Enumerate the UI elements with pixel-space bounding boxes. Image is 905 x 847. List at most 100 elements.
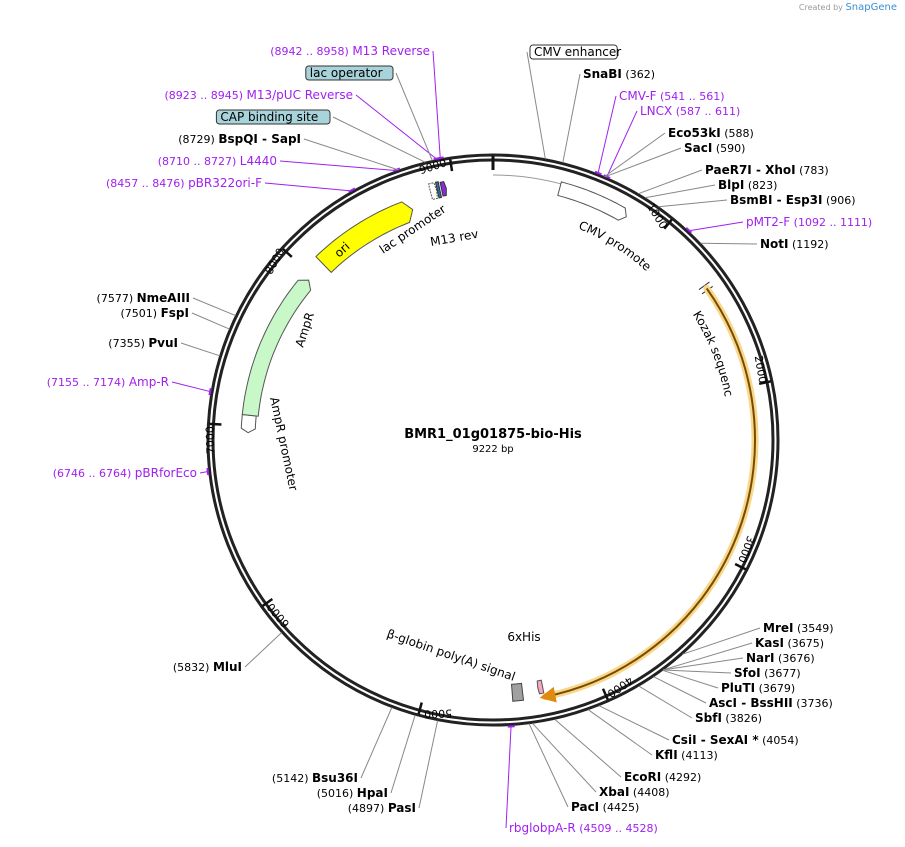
leader-bspqi: [303, 138, 399, 171]
leader-l4440: [279, 160, 397, 172]
label-asci: AscI - BssHII (3736): [709, 696, 833, 710]
m13-rev-label: M13 rev: [429, 227, 479, 249]
l4440-loc: (8710 .. 8727): [158, 155, 240, 168]
xbai-text: XbaI (4408): [599, 785, 669, 799]
bsmbi-loc: (906): [823, 194, 856, 207]
bsu36i-loc: (5142): [272, 772, 312, 785]
kfli-name: KflI: [655, 748, 678, 762]
bsu36i-text: (5142) Bsu36I: [272, 771, 358, 785]
pvui-name: PvuI: [148, 336, 178, 350]
bspqi-name2: SapI: [271, 132, 301, 146]
saci-text: SacI (590): [684, 141, 745, 155]
m13-reverse-text: (8942 .. 8958) M13 Reverse: [270, 44, 430, 58]
mrei-text: MreI (3549): [763, 621, 834, 635]
csii-name: CsiI: [672, 733, 697, 747]
tick-label-9000: 9000: [418, 156, 449, 177]
pluti-text: PluTI (3679): [721, 681, 795, 695]
label-cmv-enhancer: CMV enhancer: [529, 44, 621, 60]
paer7i-name: PaeR7I: [705, 163, 752, 177]
xbai-loc: (4408): [629, 786, 669, 799]
leader-blpi: [645, 184, 716, 199]
primer-site-pmt2-f: [685, 227, 693, 234]
nmeaiii-name: NmeAIII: [137, 291, 190, 305]
his-tag-label: 6xHis: [507, 630, 540, 644]
pasi-text: (4897) PasI: [348, 801, 416, 815]
bsu36i-name: Bsu36I: [312, 771, 358, 785]
sfoi-name: SfoI: [734, 666, 761, 680]
label-bsu36i: (5142) Bsu36I: [272, 771, 358, 785]
saci-name: SacI: [684, 141, 712, 155]
label-eco53ki: Eco53kI (588): [668, 126, 754, 140]
leader-kfli: [587, 709, 653, 756]
eco53ki-text: Eco53kI (588): [668, 126, 754, 140]
bspqi-loc: (8729): [178, 133, 218, 146]
l4440-text: (8710 .. 8727) L4440: [158, 154, 277, 168]
hpai-text: (5016) HpaI: [317, 786, 388, 800]
amp-r-name: Amp-R: [129, 375, 169, 389]
noti-loc: (1192): [789, 238, 829, 251]
sbfi-name: SbfI: [695, 711, 722, 725]
rbglobpa-r-loc: (4509 .. 4528): [576, 822, 658, 835]
leader-pluti: [662, 669, 719, 689]
leader-cmv-enhancer: [526, 51, 546, 159]
leader-mrei: [682, 627, 761, 655]
orf-glow: [542, 284, 759, 701]
label-bspqi: (8729) BspQI - SapI: [178, 132, 301, 146]
lncx-text: LNCX (587 .. 611): [640, 104, 740, 118]
lac-operator-label-box: [305, 65, 394, 81]
primer-site-pbr322ori-f: [348, 187, 356, 193]
blpi-name: BlpI: [718, 178, 744, 192]
label-mlui: (5832) MluI: [173, 660, 242, 674]
label-cmv-f: CMV-F (541 .. 561): [619, 89, 725, 103]
bsmbi-name: BsmBI: [730, 193, 772, 207]
pmt2-f-name: pMT2-F: [746, 215, 790, 229]
kasi-text: KasI (3675): [755, 636, 824, 650]
kfli-loc: (4113): [678, 749, 718, 762]
leader-ecori: [554, 718, 622, 778]
noti-name: NotI: [760, 237, 789, 251]
leader-pvui: [180, 342, 220, 357]
sbfi-text: SbfI (3826): [695, 711, 762, 725]
leader-hpai: [390, 715, 416, 794]
paer7i-text: PaeR7I - XhoI (783): [705, 163, 829, 177]
cmv-enhancer-bar: [492, 174, 561, 185]
label-hpai: (5016) HpaI: [317, 786, 388, 800]
tick-label-8000: 8000: [262, 246, 287, 277]
primer-site-lncx: [603, 174, 611, 179]
backbone-outer-ring: [206, 153, 780, 727]
label-kasi: KasI (3675): [755, 636, 824, 650]
eco53ki-loc: (588): [721, 127, 754, 140]
label-blpi: BlpI (823): [718, 178, 777, 192]
label-nmeaiii: (7577) NmeAIII: [97, 291, 190, 305]
kasi-name: KasI: [755, 636, 784, 650]
leader-cap-binding-site: [332, 116, 426, 163]
pvui-loc: (7355): [108, 337, 148, 350]
leader-mlui: [244, 632, 282, 668]
cmv-f-loc: (541 .. 561): [656, 90, 724, 103]
leader-pasi: [418, 720, 439, 809]
leader-snabi: [562, 73, 581, 163]
leader-m13-puc-reverse: [355, 94, 438, 160]
label-sfoi: SfoI (3677): [734, 666, 801, 680]
label-rbglobpa-r: rbglobpA-R (4509 .. 4528): [509, 821, 658, 835]
label-pvui: (7355) PvuI: [108, 336, 178, 350]
leader-asci: [653, 676, 707, 704]
hpai-name: HpaI: [357, 786, 388, 800]
leader-lac-operator-label: [395, 72, 433, 161]
ampr-promoter: [240, 413, 257, 434]
paer7i-name2: XhoI: [765, 163, 796, 177]
watermark-prefix: Created by: [798, 3, 843, 12]
primer-site-pbrforeco: [206, 467, 210, 476]
ecori-loc: (4292): [661, 771, 701, 784]
plasmid-size: 9222 bp: [472, 444, 513, 455]
snabi-name: SnaBI: [583, 67, 622, 81]
label-fspi: (7501) FspI: [121, 306, 189, 320]
label-ecori: EcoRI (4292): [624, 770, 701, 784]
label-m13-reverse: (8942 .. 8958) M13 Reverse: [270, 44, 430, 58]
kozak-sequence-a: [698, 281, 710, 291]
rbglobpa-r-text: rbglobpA-R (4509 .. 4528): [509, 821, 658, 835]
orf: [539, 287, 757, 703]
leader-m13-reverse: [432, 50, 441, 159]
leader-sfoi: [662, 669, 732, 674]
cmv-f-name: CMV-F: [619, 89, 657, 103]
